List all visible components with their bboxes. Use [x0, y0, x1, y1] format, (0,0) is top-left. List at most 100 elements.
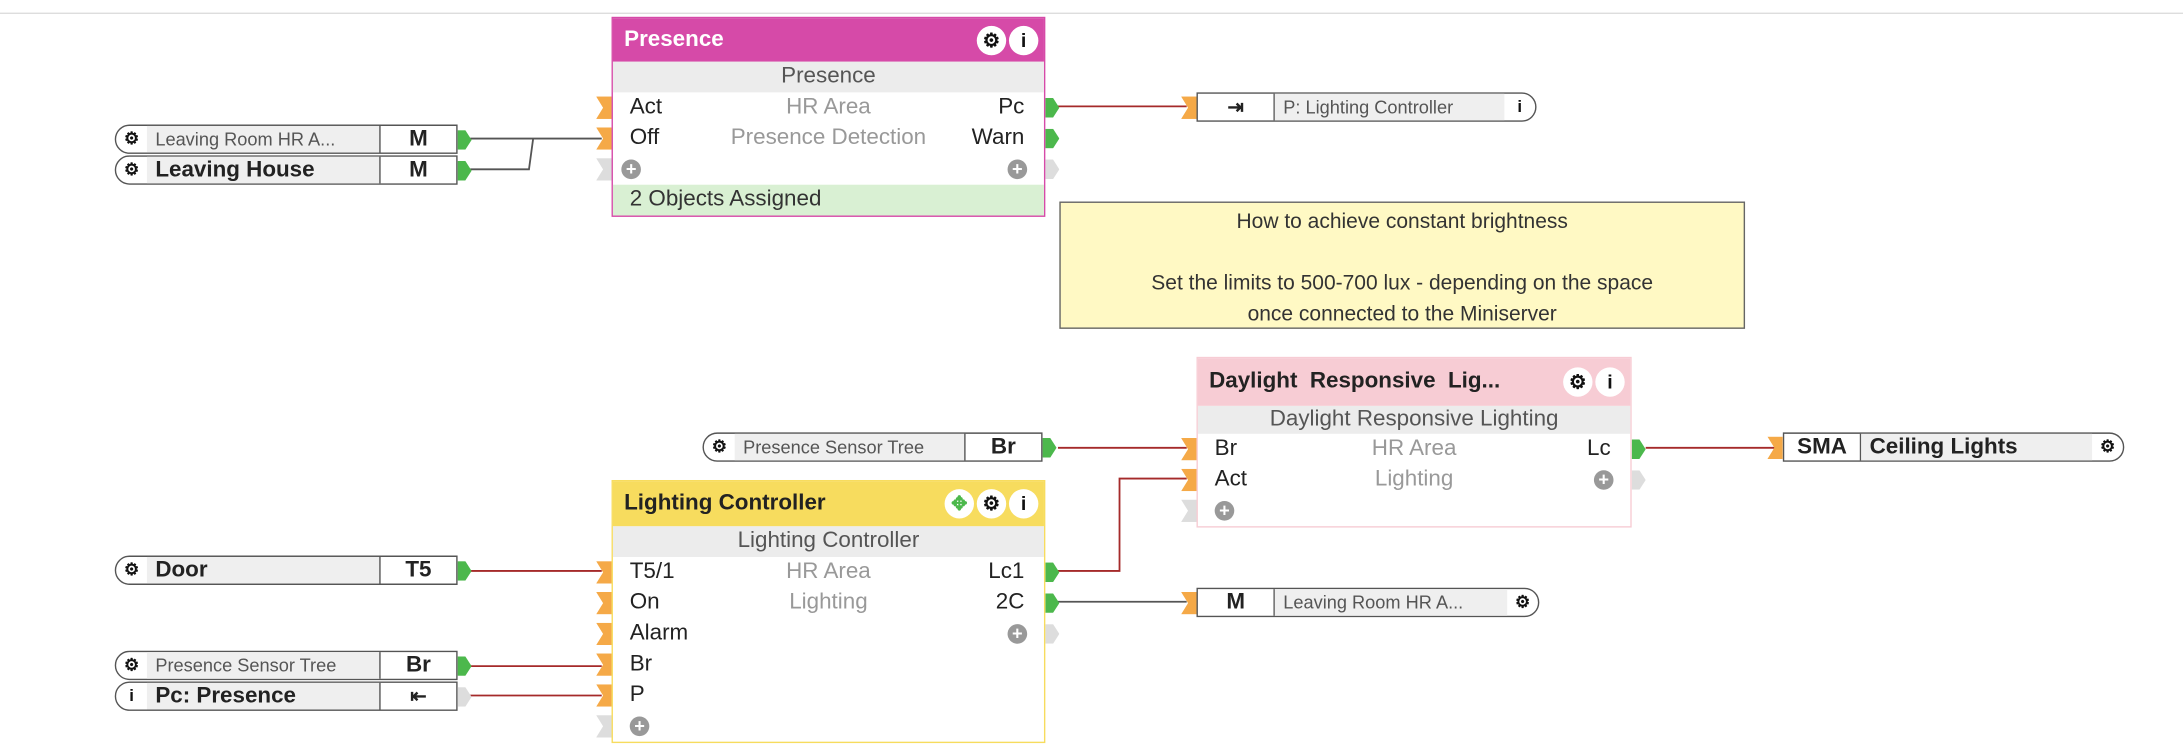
- ref-label: Leaving House: [146, 156, 380, 184]
- input-connector[interactable]: [1181, 591, 1197, 615]
- output-connector[interactable]: [457, 160, 472, 181]
- input-connector[interactable]: [596, 127, 612, 150]
- block-subtitle: Lighting Controller: [612, 526, 1044, 557]
- ref-label: Leaving Room HR A...: [146, 125, 380, 153]
- output-connector-empty[interactable]: [1045, 624, 1060, 644]
- gear-icon[interactable]: ⚙: [123, 128, 140, 149]
- gear-icon[interactable]: ⚙: [976, 489, 1007, 519]
- info-icon[interactable]: i: [1008, 489, 1039, 519]
- note-line: once connected to the Miniserver: [1247, 302, 1557, 327]
- output-ref-icon: ⇥: [1198, 93, 1275, 121]
- add-input-icon[interactable]: +: [629, 716, 650, 737]
- info-icon[interactable]: i: [1517, 96, 1523, 117]
- ref-label: Door: [146, 556, 380, 584]
- add-output-icon[interactable]: +: [1593, 469, 1614, 490]
- add-output-icon[interactable]: +: [1007, 159, 1028, 180]
- info-icon[interactable]: i: [1595, 367, 1625, 397]
- info-icon[interactable]: i: [129, 685, 134, 706]
- input-connector[interactable]: [596, 684, 612, 707]
- input-connector[interactable]: [1767, 436, 1783, 460]
- output-connector[interactable]: [1045, 97, 1060, 118]
- row-add: ++: [596, 154, 1060, 185]
- input-connector[interactable]: [596, 653, 612, 676]
- input-label: Alarm: [629, 621, 689, 646]
- gear-icon[interactable]: ⚙: [123, 159, 140, 180]
- output-connector[interactable]: [457, 656, 472, 676]
- output-connector[interactable]: [1631, 439, 1646, 460]
- move-icon[interactable]: ✥: [944, 489, 974, 519]
- presence-block[interactable]: Presence ⚙i Presence Act HR Area Pc Off Pre…: [596, 16, 1060, 217]
- block-title: Lighting Controller: [624, 491, 826, 515]
- row-description: HR Area: [786, 95, 871, 119]
- row-description: HR Area: [1371, 436, 1457, 461]
- output-label: 2C: [995, 590, 1025, 615]
- gear-icon[interactable]: ⚙: [1515, 591, 1531, 612]
- input-connector-empty[interactable]: [1181, 499, 1197, 522]
- gear-icon[interactable]: ⚙: [976, 25, 1007, 55]
- wire-lc1-to-act: [1057, 477, 1187, 572]
- gear-icon[interactable]: ⚙: [123, 654, 140, 675]
- note-title: How to achieve constant brightness: [1236, 209, 1568, 234]
- row-description: Presence Detection: [730, 125, 927, 150]
- output-connector[interactable]: [1045, 593, 1060, 613]
- ref-label: Presence Sensor Tree: [146, 652, 380, 679]
- lighting-controller-block[interactable]: Lighting Controller ✥⚙i Lighting Control…: [596, 479, 1060, 744]
- comment-note[interactable]: How to achieve constant brightness Set t…: [1059, 201, 1746, 329]
- daylight-responsive-lighting-block[interactable]: Daylight Responsive Lig... ⚙i Daylight R…: [1181, 356, 1646, 528]
- output-connector[interactable]: [457, 561, 472, 581]
- output-connector[interactable]: [1045, 128, 1060, 149]
- input-connector[interactable]: [596, 622, 612, 646]
- input-connector[interactable]: [596, 561, 612, 584]
- add-input-icon[interactable]: +: [621, 159, 641, 180]
- input-connector[interactable]: [1181, 468, 1197, 492]
- add-output-icon[interactable]: +: [1007, 623, 1028, 644]
- input-label: Off: [629, 125, 660, 150]
- output-connector-empty[interactable]: [1045, 159, 1060, 180]
- row-act: Act HR Area Pc: [596, 92, 1060, 123]
- block-subtitle: Presence: [612, 61, 1044, 93]
- input-label: Act: [629, 95, 663, 119]
- input-connector[interactable]: [596, 591, 612, 615]
- input-label: Br: [629, 652, 653, 676]
- block-title: Presence: [624, 27, 724, 52]
- output-connector-empty[interactable]: [1631, 470, 1646, 490]
- ref-label: Leaving Room HR A...: [1274, 589, 1508, 616]
- input-label: Act: [1214, 467, 1248, 492]
- row-description: Lighting: [789, 590, 868, 615]
- ref-value: M: [379, 125, 456, 153]
- objects-assigned[interactable]: 2 Objects Assigned: [612, 184, 1044, 216]
- input-connector[interactable]: [1181, 438, 1197, 461]
- output-label: Pc: [998, 95, 1025, 119]
- ref-value: SMA: [1784, 433, 1862, 461]
- info-icon[interactable]: i: [1008, 25, 1039, 55]
- input-label: Br: [1214, 436, 1238, 461]
- gear-icon[interactable]: ⚙: [711, 436, 727, 457]
- add-input-icon[interactable]: +: [1214, 500, 1235, 521]
- input-connector[interactable]: [596, 96, 612, 119]
- gear-icon[interactable]: ⚙: [2099, 436, 2116, 457]
- output-connector[interactable]: [1042, 438, 1057, 458]
- gear-icon[interactable]: ⚙: [1563, 367, 1593, 397]
- gear-icon[interactable]: ⚙: [123, 559, 140, 580]
- row-add: +: [1181, 495, 1630, 526]
- input-connector-empty[interactable]: [596, 158, 612, 181]
- row-alarm: Alarm +: [596, 619, 1060, 650]
- output-label: Warn: [971, 125, 1025, 150]
- input-connector[interactable]: [1181, 96, 1197, 119]
- output-connector[interactable]: [1045, 562, 1060, 583]
- input-connector-empty[interactable]: [596, 715, 612, 738]
- ref-leaving-room-input[interactable]: ⚙ Leaving Room HR A...M: [114, 124, 472, 154]
- output-connector[interactable]: [457, 130, 472, 150]
- output-connector[interactable]: [457, 687, 472, 707]
